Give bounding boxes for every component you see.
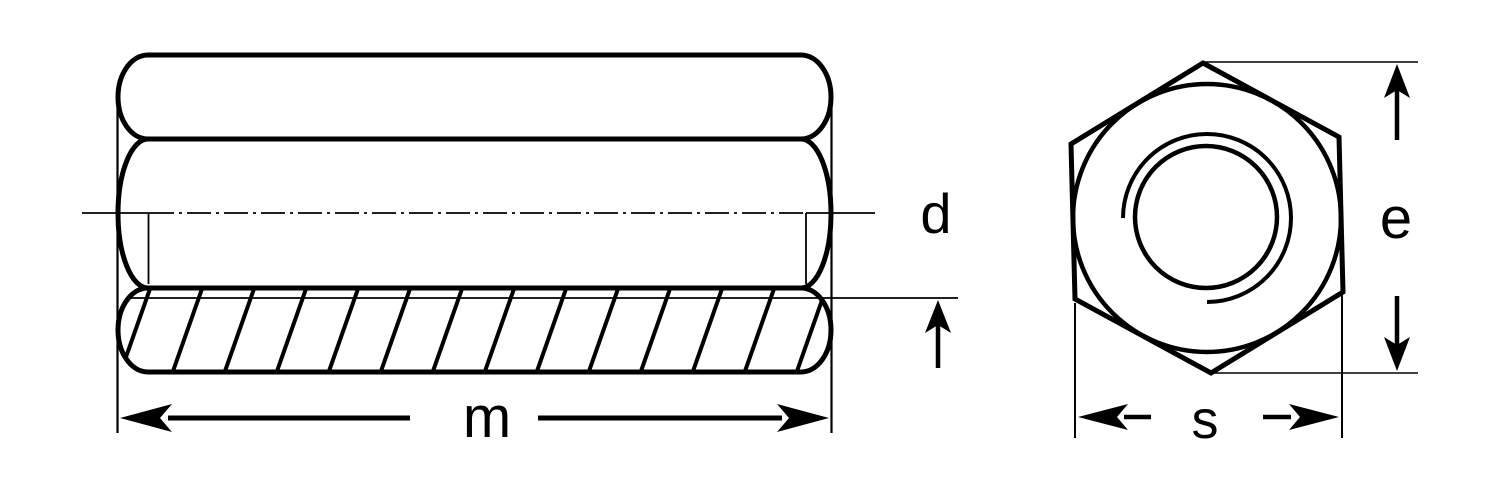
hatch-line	[326, 288, 361, 372]
dimension-m: m	[116, 97, 833, 450]
e-label: e	[1380, 186, 1412, 251]
s-arrowhead-right	[1289, 404, 1339, 430]
m-arrowhead-right	[777, 404, 829, 432]
d-label: d	[920, 182, 951, 245]
hatch-line	[794, 288, 829, 372]
side-section-face	[115, 285, 834, 375]
hatch-line	[378, 288, 413, 372]
chamfer-circle	[1070, 81, 1344, 355]
m-label: m	[463, 385, 511, 450]
section-hatching	[118, 288, 829, 372]
d-arrowhead-up	[925, 300, 951, 333]
e-arrowhead-down	[1384, 337, 1410, 371]
thread-arc	[1121, 132, 1293, 304]
side-top-face	[115, 52, 834, 142]
hatch-line	[430, 288, 465, 372]
bore-circle	[1132, 143, 1280, 291]
hatch-line	[222, 288, 257, 372]
dimension-d: d	[806, 182, 958, 368]
m-arrowhead-left	[120, 404, 172, 432]
hatch-line	[534, 288, 569, 372]
dimension-s: s	[1074, 295, 1343, 450]
e-arrowhead-up	[1384, 64, 1410, 98]
hatch-line	[274, 288, 309, 372]
s-arrowhead-left	[1078, 404, 1128, 430]
hatch-line	[482, 288, 517, 372]
hatch-line	[742, 288, 777, 372]
hatch-line	[170, 288, 205, 372]
hatch-line	[638, 288, 673, 372]
end-view	[1068, 60, 1346, 376]
side-view	[82, 52, 834, 375]
s-label: s	[1192, 390, 1219, 450]
hatch-line	[586, 288, 621, 372]
hatch-line	[690, 288, 725, 372]
dimension-e: e	[1205, 61, 1418, 374]
hexagon-outline	[1068, 60, 1346, 376]
